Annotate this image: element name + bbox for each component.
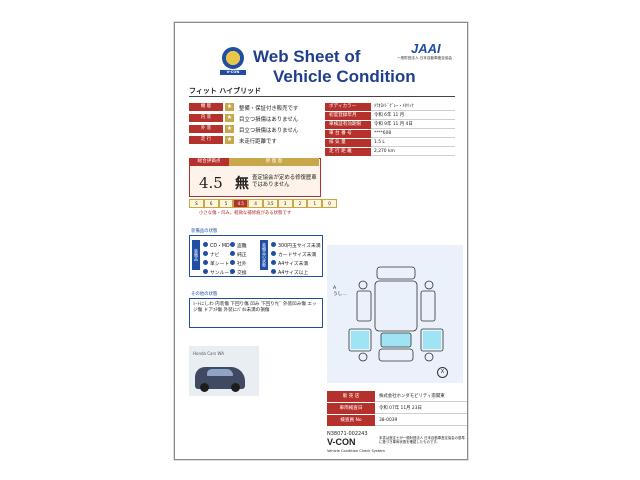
spec-label: 車 台 番 号 xyxy=(325,130,371,138)
equipment-item: 社外 xyxy=(237,262,247,267)
car-outline-diagram xyxy=(348,266,444,362)
score-scale: S 6 5 4.5 4 3.5 3 2 1 0 xyxy=(189,199,337,208)
equipment-dot-icon xyxy=(271,242,276,247)
equipment-title: 装備品の状態 xyxy=(191,229,218,234)
inspection-date-label: 車両検査日 xyxy=(327,403,375,414)
inspector-value: 38-0039 xyxy=(375,415,467,426)
score-heading: 総合評価点 xyxy=(189,158,229,166)
star-icon: ★ xyxy=(225,114,234,122)
condition-sheet: V-CON Web Sheet of Vehicle Condition JAA… xyxy=(174,22,468,460)
equipment-dot-icon xyxy=(230,260,235,265)
spec-label: 排 気 量 xyxy=(325,139,371,147)
spec-label: 走 行 距 離 xyxy=(325,148,371,156)
equipment-dot-icon xyxy=(230,242,235,247)
equipment-dot-icon xyxy=(203,242,208,247)
scale-step: 5 xyxy=(218,199,234,208)
car-window-shape xyxy=(207,369,233,376)
equipment-item: サンルーフ xyxy=(210,271,234,276)
star-icon: ★ xyxy=(225,136,234,144)
equipment-dot-icon xyxy=(230,251,235,256)
feature-text: 整備・保証付き販売です xyxy=(239,106,299,112)
scale-step: 0 xyxy=(322,199,337,208)
repair-heading: 修 復 歴 xyxy=(229,158,319,166)
equipment-state: 300円玉サイズ未満 xyxy=(278,244,321,249)
equipment-item: CD・MD xyxy=(210,244,230,249)
spec-label: 車検証有効期限 xyxy=(325,121,371,129)
star-icon: ★ xyxy=(225,103,234,111)
equipment-item: ナビ xyxy=(210,253,220,258)
spec-value: ﾒﾃｵﾛｲﾄﾞｸﾞﾚｰ・ﾒﾀﾘｯｸ xyxy=(371,103,455,111)
jaai-logo: JAAI xyxy=(411,41,441,56)
score-caption: 小さな傷・凹み。軽微な補修痕がある状態です xyxy=(199,211,292,216)
vcon-badge-icon xyxy=(222,47,244,69)
equipment-dot-icon xyxy=(203,251,208,256)
feature-label: 外 装 xyxy=(189,125,223,133)
equipment-panel xyxy=(189,235,323,277)
repair-note: 査定協会が定める修復歴車ではありません xyxy=(252,175,317,188)
equipment-dot-icon xyxy=(203,260,208,265)
feature-text: 目立つ損傷はありません xyxy=(239,128,299,134)
equipment-dot-icon xyxy=(271,251,276,256)
overall-score: 4.5 xyxy=(199,174,223,192)
wheel-icon xyxy=(231,383,240,392)
comments-title: その他の状態 xyxy=(191,292,218,297)
sheet-id: N38071-002243 xyxy=(327,431,368,437)
equipment-item: 純正 xyxy=(237,253,247,258)
equipment-state: A4サイズ以上 xyxy=(278,271,309,276)
sheet-title-line2: Vehicle Condition xyxy=(273,67,416,86)
spec-value: 令和 6年 11 月 xyxy=(371,112,455,120)
equipment-item: 盗難 xyxy=(237,244,247,249)
dealer-label: 販 売 店 xyxy=(327,391,375,402)
footer-brand-sub: Vehicle Condition Check System xyxy=(327,449,385,453)
comments-panel: ｼｰﾄにしわ 内装傷 下回り傷 凹み 下回りｻﾋﾞ 外装凹み傷 エッジ傷 ドアﾌ… xyxy=(189,298,323,328)
feature-text: 目立つ損傷はありません xyxy=(239,117,299,123)
wheel-icon xyxy=(200,383,209,392)
footer-brand: V-CON xyxy=(327,437,356,447)
equipment-dot-icon xyxy=(271,269,276,274)
equipment-item: 交換 xyxy=(237,271,247,276)
scale-step: 1 xyxy=(307,199,323,208)
feature-label: 機 能 xyxy=(189,103,223,111)
spec-value: ****608 xyxy=(371,130,455,138)
scale-step: 3 xyxy=(277,199,293,208)
spec-label: 初度登録年月 xyxy=(325,112,371,120)
feature-label: 走 行 xyxy=(189,136,223,144)
vcon-badge-label: V-CON xyxy=(220,70,246,75)
footer-note: 本書は査定士が一般財団法人 日本自動車査定協会の基準に基づき車両状態を確認したも… xyxy=(379,436,465,445)
scale-step: 2 xyxy=(292,199,308,208)
repair-history-mark: 無 xyxy=(235,176,249,192)
dealer-logo: Honda Cars WA xyxy=(193,351,224,356)
dealer-value: 株式会社ホンダモビリティ南関東 xyxy=(375,391,467,402)
scale-step: 3.5 xyxy=(262,199,278,208)
inspector-label: 検査員 No xyxy=(327,415,375,426)
spec-value: 2,270 km xyxy=(371,148,455,156)
spec-value: 1.5 L xyxy=(371,139,455,147)
spec-label: ボディカラー xyxy=(325,103,371,111)
equipment-dot-icon xyxy=(230,269,235,274)
inspection-date-value: 令和 07年 11月 23日 xyxy=(375,403,467,414)
star-icon: ★ xyxy=(225,125,234,133)
feature-label: 内 装 xyxy=(189,114,223,122)
scale-step-selected: 4.5 xyxy=(233,199,249,208)
comments-text: ｼｰﾄにしわ 内装傷 下回り傷 凹み 下回りｻﾋﾞ 外装凹み傷 エッジ傷 ドアﾌ… xyxy=(193,302,317,313)
vehicle-name: フィット ハイブリッド xyxy=(189,87,262,95)
equipment-item: 革シート xyxy=(210,262,230,267)
sheet-title-line1: Web Sheet of xyxy=(253,47,361,66)
equipment-state-tag: 装備品の状態 xyxy=(260,240,268,270)
equipment-dot-icon xyxy=(203,269,208,274)
spec-value: 令和 9年 11 月 4日 xyxy=(371,121,455,129)
scale-step: S xyxy=(189,199,204,208)
equipment-dot-icon xyxy=(271,260,276,265)
scale-step: 6 xyxy=(203,199,219,208)
feature-text: 未走行距離です xyxy=(239,139,277,145)
equipment-tag: 装備品 xyxy=(192,240,200,270)
scale-step: 4 xyxy=(248,199,263,208)
damage-diagram xyxy=(327,245,463,383)
equipment-state: カードサイズ未満 xyxy=(278,253,317,258)
diagram-legend: A うし… xyxy=(333,286,347,297)
org-name: 一般財団法人 日本自動車査定協会 xyxy=(397,56,453,60)
equipment-state: A4サイズ未満 xyxy=(278,262,309,267)
diagram-x-mark: X xyxy=(437,367,448,378)
title-divider xyxy=(189,96,455,97)
